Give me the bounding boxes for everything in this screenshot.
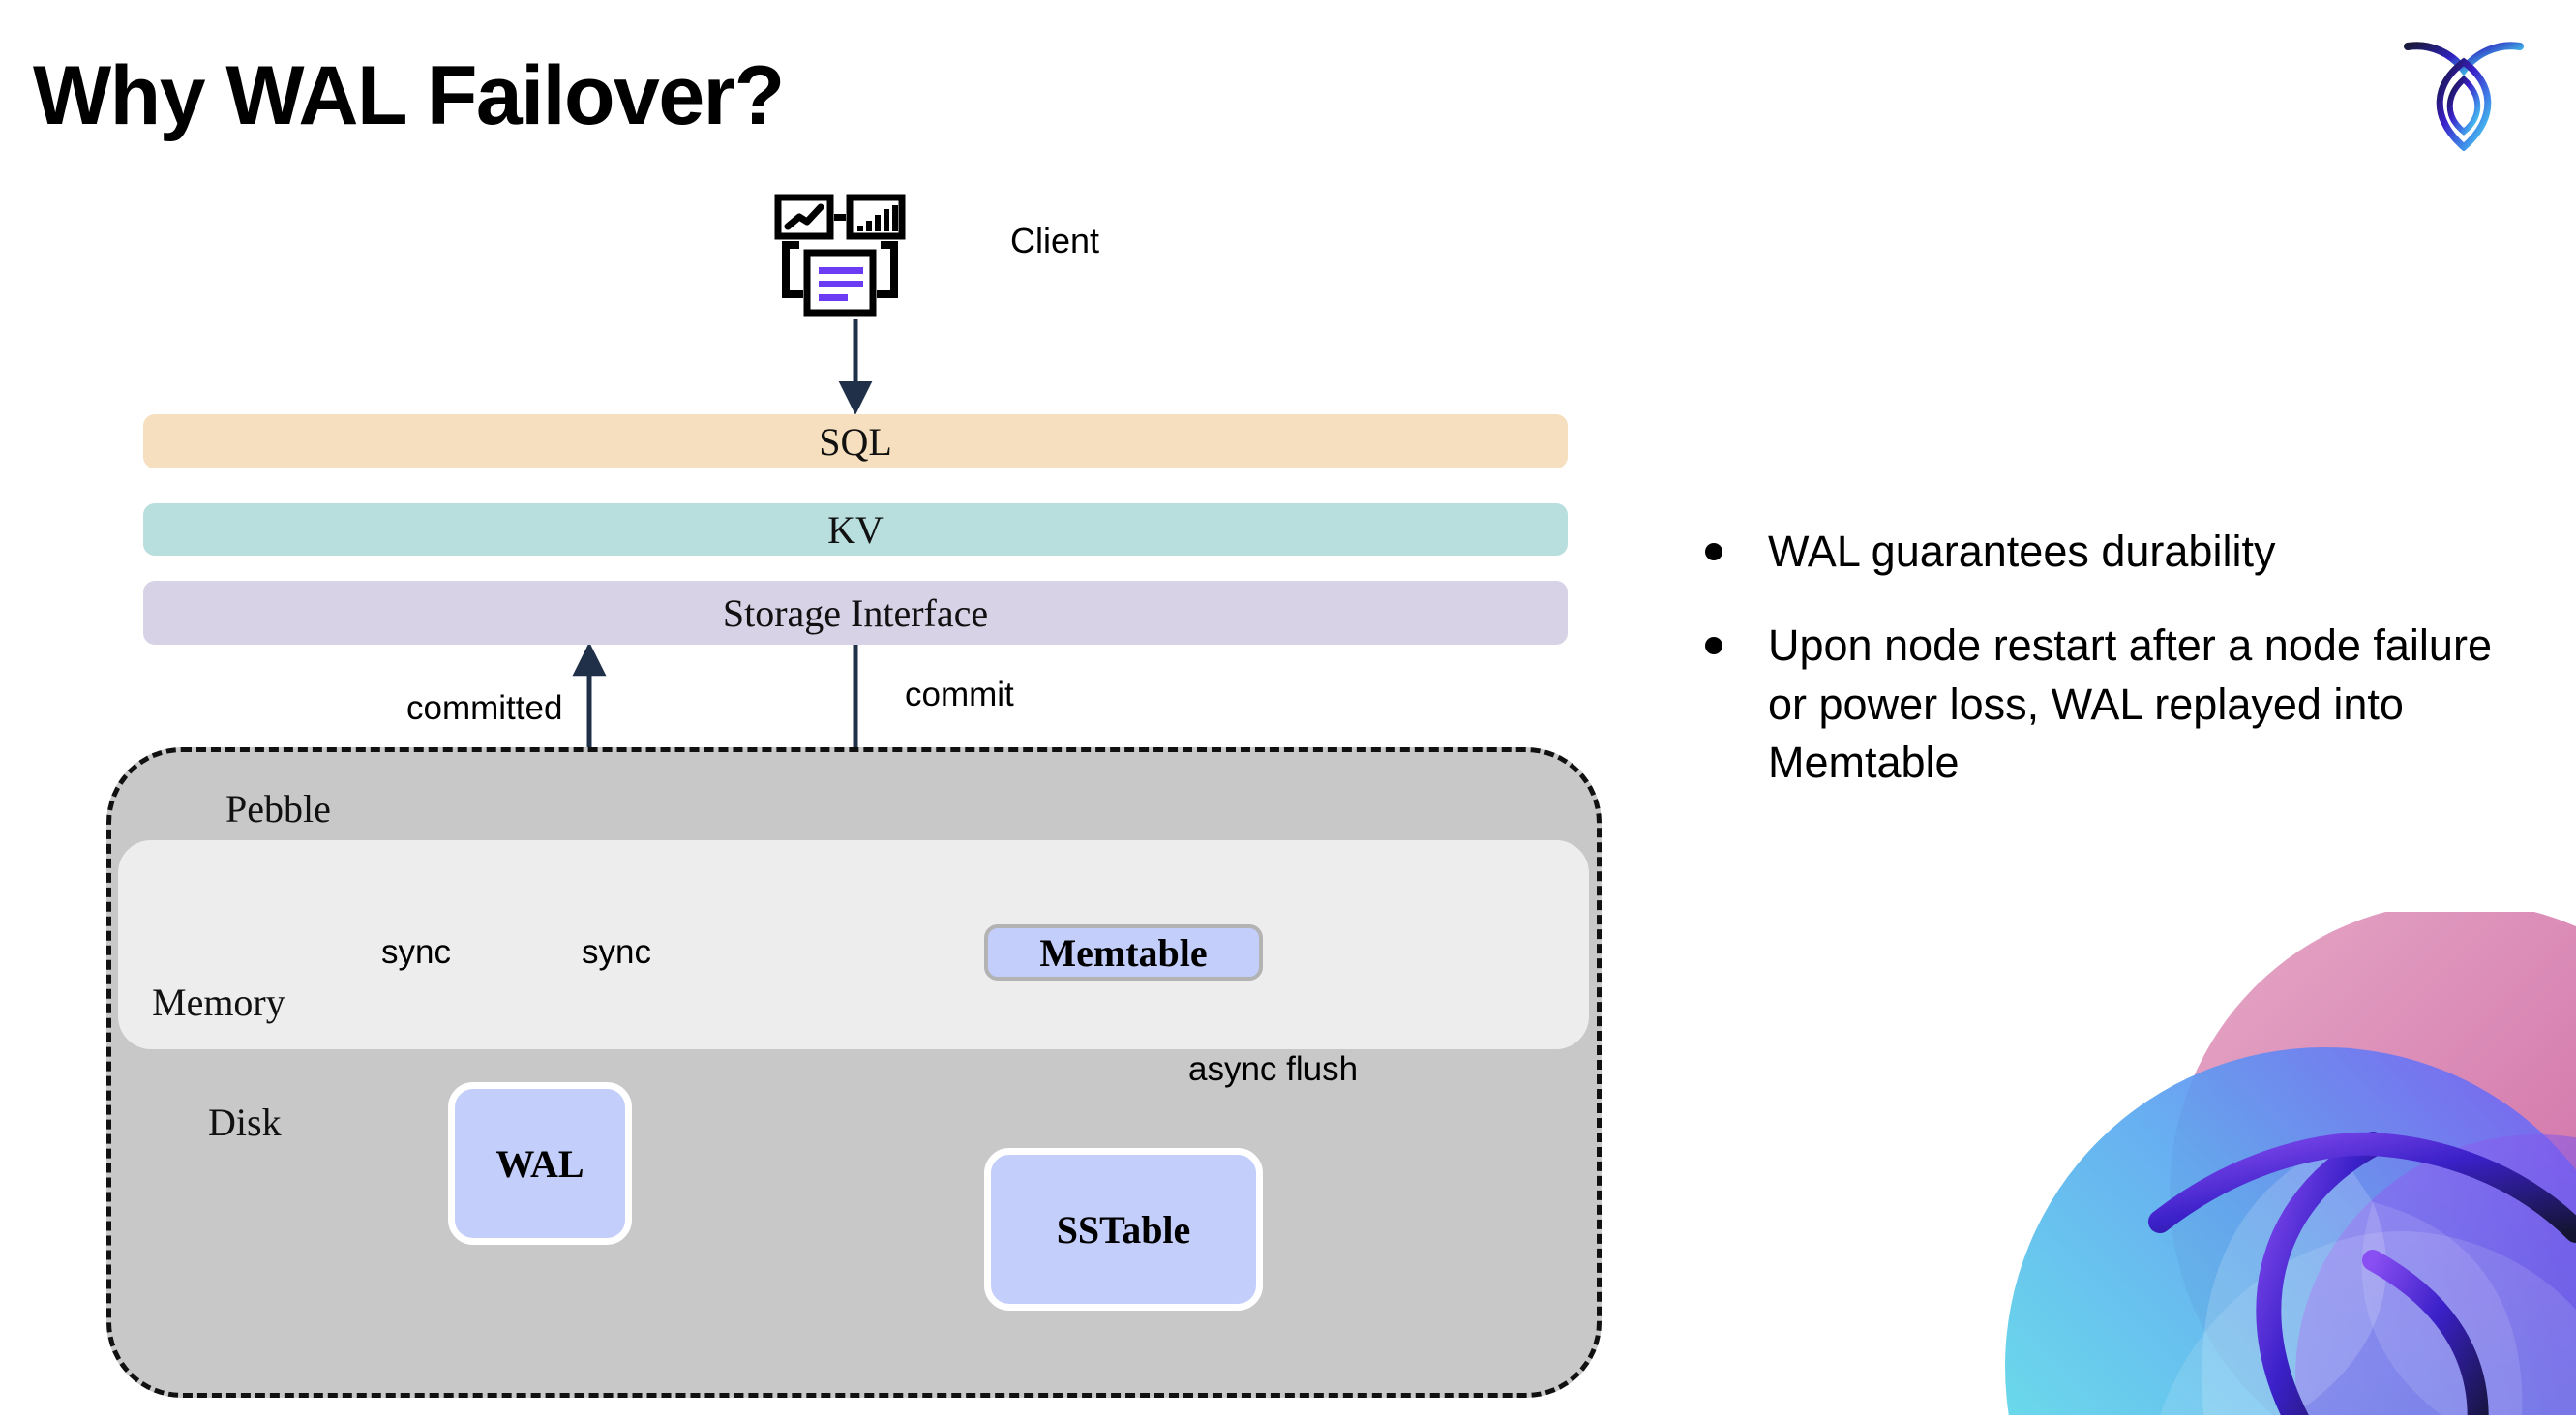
edge-label-async-flush: async flush — [1188, 1050, 1359, 1088]
gradient-circles-leaf-decoration-icon — [1918, 912, 2576, 1415]
bullet-dot-icon — [1705, 636, 1722, 654]
memory-label: Memory — [152, 981, 285, 1024]
node-memtable: Memtable — [984, 924, 1263, 981]
list-item: WAL guarantees durability — [1705, 523, 2499, 582]
disk-label: Disk — [208, 1101, 282, 1144]
layer-bar-storage-interface: Storage Interface — [143, 581, 1568, 645]
memory-region — [118, 840, 1589, 1049]
node-sstable: SSTable — [984, 1148, 1263, 1311]
node-wal: WAL — [448, 1082, 632, 1245]
edge-label-sync-1: sync — [381, 933, 451, 971]
list-item: Upon node restart after a node failure o… — [1705, 617, 2499, 793]
pebble-label: Pebble — [225, 787, 331, 831]
edge-label-sync-2: sync — [582, 933, 651, 971]
bullet-dot-icon — [1705, 543, 1722, 560]
bullet-list: WAL guarantees durability Upon node rest… — [1705, 523, 2499, 828]
edge-label-commit: commit — [905, 676, 1014, 713]
client-analytics-dashboard-icon — [774, 194, 921, 319]
bullet-text: Upon node restart after a node failure o… — [1768, 619, 2492, 788]
layer-bar-kv: KV — [143, 503, 1568, 556]
page-title: Why WAL Failover? — [33, 49, 785, 142]
client-label: Client — [1010, 221, 1100, 260]
edge-label-committed: committed — [406, 689, 563, 727]
wal-architecture-diagram: Client SQL KV Storage Interface Pebble M… — [106, 194, 1602, 1398]
bullet-text: WAL guarantees durability — [1768, 527, 2276, 576]
cockroach-leaf-logo-icon — [2398, 27, 2530, 152]
layer-bar-sql: SQL — [143, 414, 1568, 468]
